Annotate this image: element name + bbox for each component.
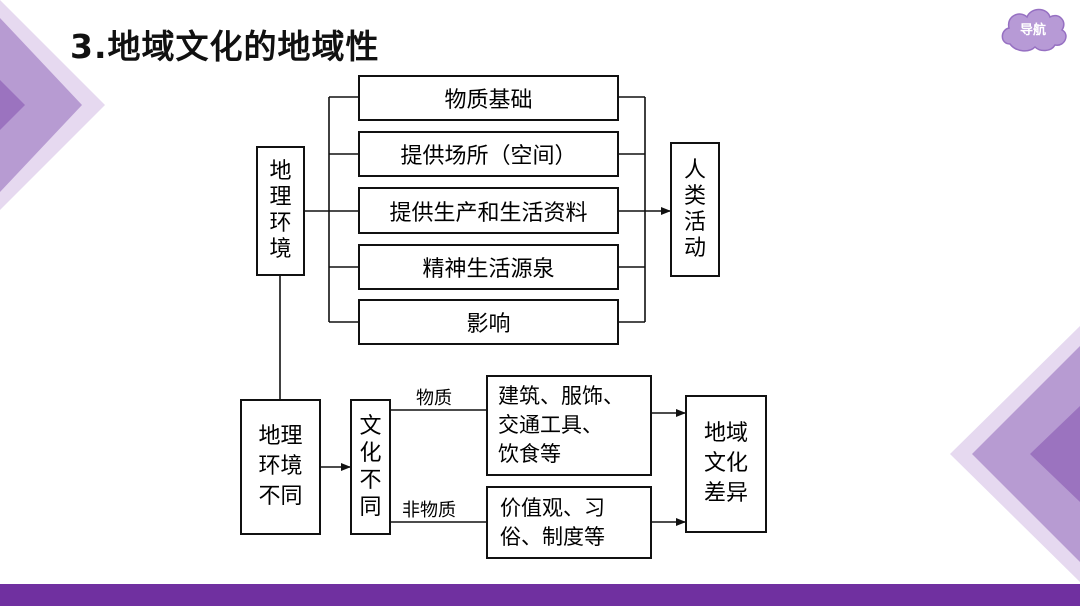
env-different-box: 地理 环境 不同 — [240, 399, 321, 535]
env-char: 境 — [269, 237, 292, 262]
env-diff-line: 不同 — [258, 484, 303, 509]
material-line: 饮食等 — [498, 442, 561, 466]
culture-char: 化 — [359, 441, 382, 466]
material-items-box: 建筑、服饰、 交通工具、 饮食等 — [486, 375, 652, 476]
env-diff-line: 环境 — [258, 454, 303, 479]
geo-environment-box: 地 理 环 境 — [256, 146, 305, 276]
env-diff-line: 地理 — [258, 424, 303, 449]
culture-char: 同 — [359, 495, 382, 520]
function-box-space: 提供场所（空间） — [358, 131, 619, 177]
right-decoration — [950, 326, 1080, 582]
nonmaterial-items-box: 价值观、习 俗、制度等 — [486, 486, 652, 559]
env-char: 理 — [269, 185, 292, 210]
bottom-bar — [0, 584, 1080, 606]
function-box-material-basis: 物质基础 — [358, 75, 619, 121]
nonmaterial-line: 价值观、习 — [500, 495, 605, 520]
material-line: 交通工具、 — [498, 413, 603, 437]
human-char: 人 — [683, 157, 706, 183]
env-char: 环 — [269, 211, 292, 236]
culture-different-box: 文 化 不 同 — [350, 399, 391, 535]
human-activity-box: 人 类 活 动 — [670, 142, 720, 277]
left-decoration — [0, 0, 105, 210]
human-char: 动 — [683, 235, 706, 261]
env-char: 地 — [269, 159, 292, 184]
page-title: 3.地域文化的地域性 — [70, 27, 380, 66]
nav-label: 导航 — [1019, 23, 1046, 38]
nonmaterial-label: 非物质 — [402, 500, 456, 521]
human-char: 活 — [683, 209, 706, 235]
culture-char: 文 — [359, 414, 382, 439]
regional-line: 地域 — [703, 421, 748, 446]
nav-button[interactable]: 导航 — [998, 4, 1068, 54]
material-line: 建筑、服饰、 — [498, 384, 624, 408]
material-label: 物质 — [416, 388, 452, 409]
regional-line: 文化 — [703, 451, 748, 476]
function-box-spiritual: 精神生活源泉 — [358, 244, 619, 290]
regional-line: 差异 — [703, 481, 748, 506]
function-box-influence: 影响 — [358, 299, 619, 345]
regional-difference-box: 地域 文化 差异 — [685, 395, 767, 533]
nonmaterial-line: 俗、制度等 — [500, 524, 605, 549]
cloud-icon — [1001, 8, 1067, 52]
function-box-resources: 提供生产和生活资料 — [358, 187, 619, 234]
human-char: 类 — [683, 183, 706, 209]
culture-char: 不 — [359, 468, 382, 493]
